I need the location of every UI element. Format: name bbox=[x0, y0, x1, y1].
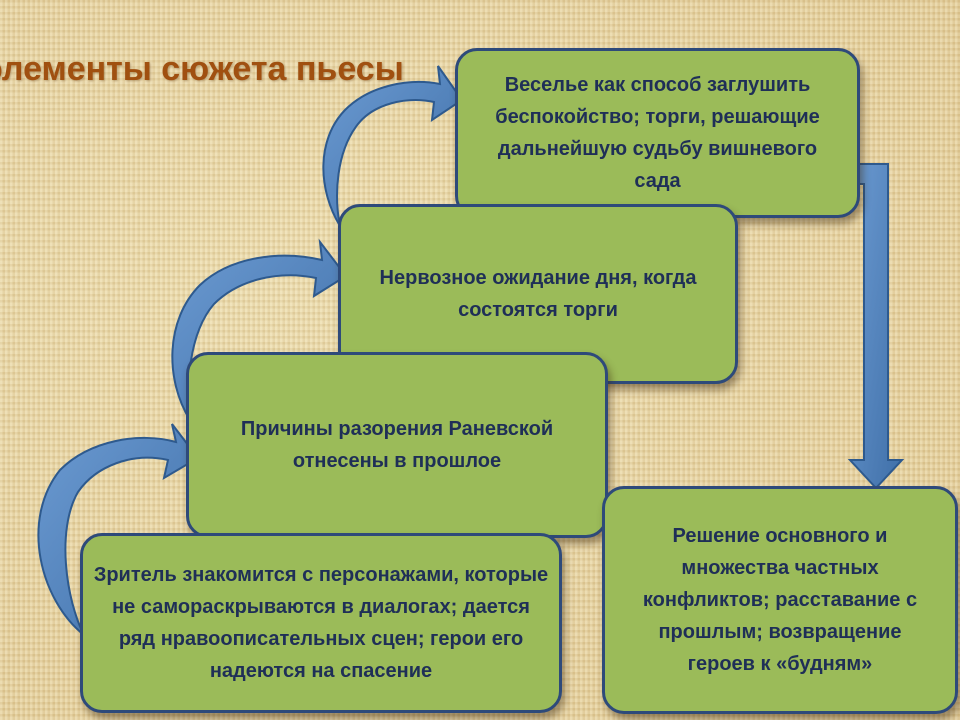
slide-title-text: элементы сюжета пьесы bbox=[0, 50, 404, 88]
box-text-2: Нервозное ожидание дня, когда состоятся … bbox=[379, 267, 697, 321]
elbow-arrow-down bbox=[847, 163, 905, 490]
curved-arrow-1 bbox=[37, 423, 200, 636]
box-text-4: Зритель знакомится с персонажами, которы… bbox=[93, 564, 549, 682]
plot-stage-box-merriment: Веселье как способ заглушить беспокойств… bbox=[455, 48, 860, 218]
plot-stage-box-resolution: Решение основного и множества частных ко… bbox=[602, 486, 958, 714]
box-text-1: Веселье как способ заглушить беспокойств… bbox=[495, 74, 820, 192]
box-text-5: Решение основного и множества частных ко… bbox=[642, 525, 918, 675]
slide-title: элементы сюжета пьесы bbox=[0, 44, 460, 94]
curved-arrow-2 bbox=[171, 238, 348, 421]
plot-stage-box-causes-ruin: Причины разорения Раневской отнесены в п… bbox=[186, 352, 608, 538]
box-text-3: Причины разорения Раневской отнесены в п… bbox=[240, 418, 554, 472]
curved-arrow-3 bbox=[322, 65, 464, 227]
plot-stage-box-exposition: Зритель знакомится с персонажами, которы… bbox=[80, 533, 562, 713]
